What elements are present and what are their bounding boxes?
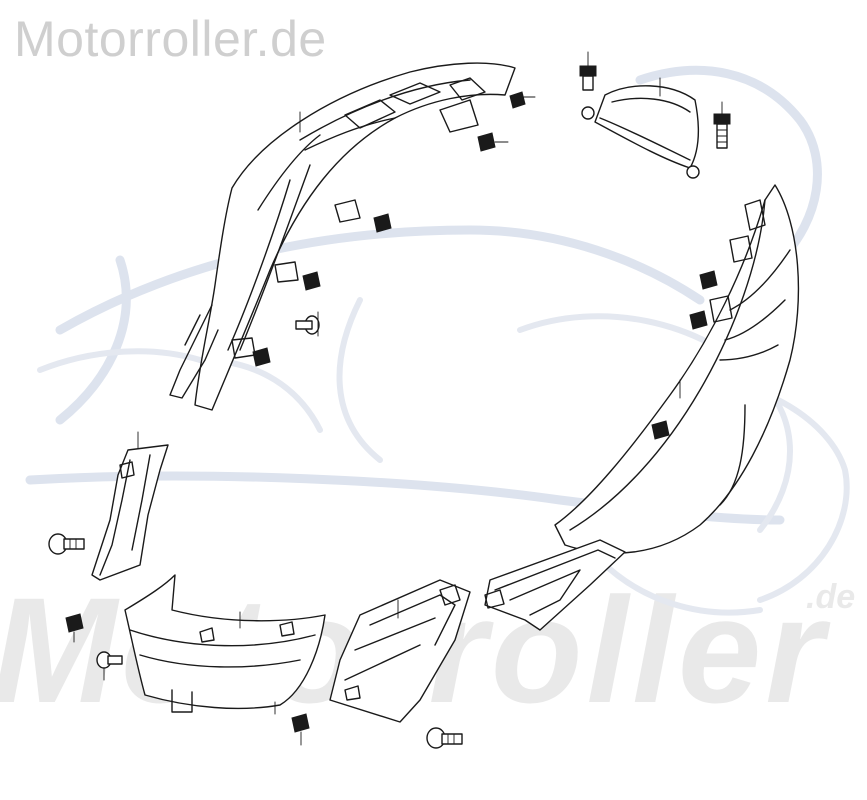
front-upper-side-cover (169, 62, 516, 411)
fastener-screw-mid (295, 311, 320, 337)
watermark-domain-suffix: .de (806, 578, 856, 616)
fastener-clip-nut-8 (651, 420, 670, 440)
fastener-clip-nut-9 (65, 613, 84, 643)
fastener-clip-nut-2 (477, 132, 509, 152)
lower-right-step-panel (484, 539, 626, 631)
fastener-bolt-right (713, 101, 731, 149)
fastener-clip-nut-3 (373, 213, 392, 233)
left-inner-bracket (91, 431, 169, 581)
fastener-clip-nut-4 (302, 271, 321, 291)
small-top-cover (581, 77, 700, 179)
lower-center-panel (329, 579, 471, 723)
lower-left-cover (124, 574, 326, 715)
rear-side-cover (554, 184, 800, 554)
fastener-screw-bottom (426, 727, 463, 749)
fastener-screw-left (48, 533, 85, 555)
fastener-clip-nut-7 (689, 310, 708, 330)
fastener-clip-nut-5 (252, 347, 271, 367)
fastener-bolt-top (579, 51, 597, 91)
fastener-clip-nut-10 (291, 713, 310, 746)
fastener-clip-nut-1 (509, 91, 536, 109)
fastener-screw-lower-left (96, 651, 123, 681)
fastener-clip-nut-6 (699, 270, 718, 290)
watermark-top-text: Motorroller.de (14, 11, 327, 67)
